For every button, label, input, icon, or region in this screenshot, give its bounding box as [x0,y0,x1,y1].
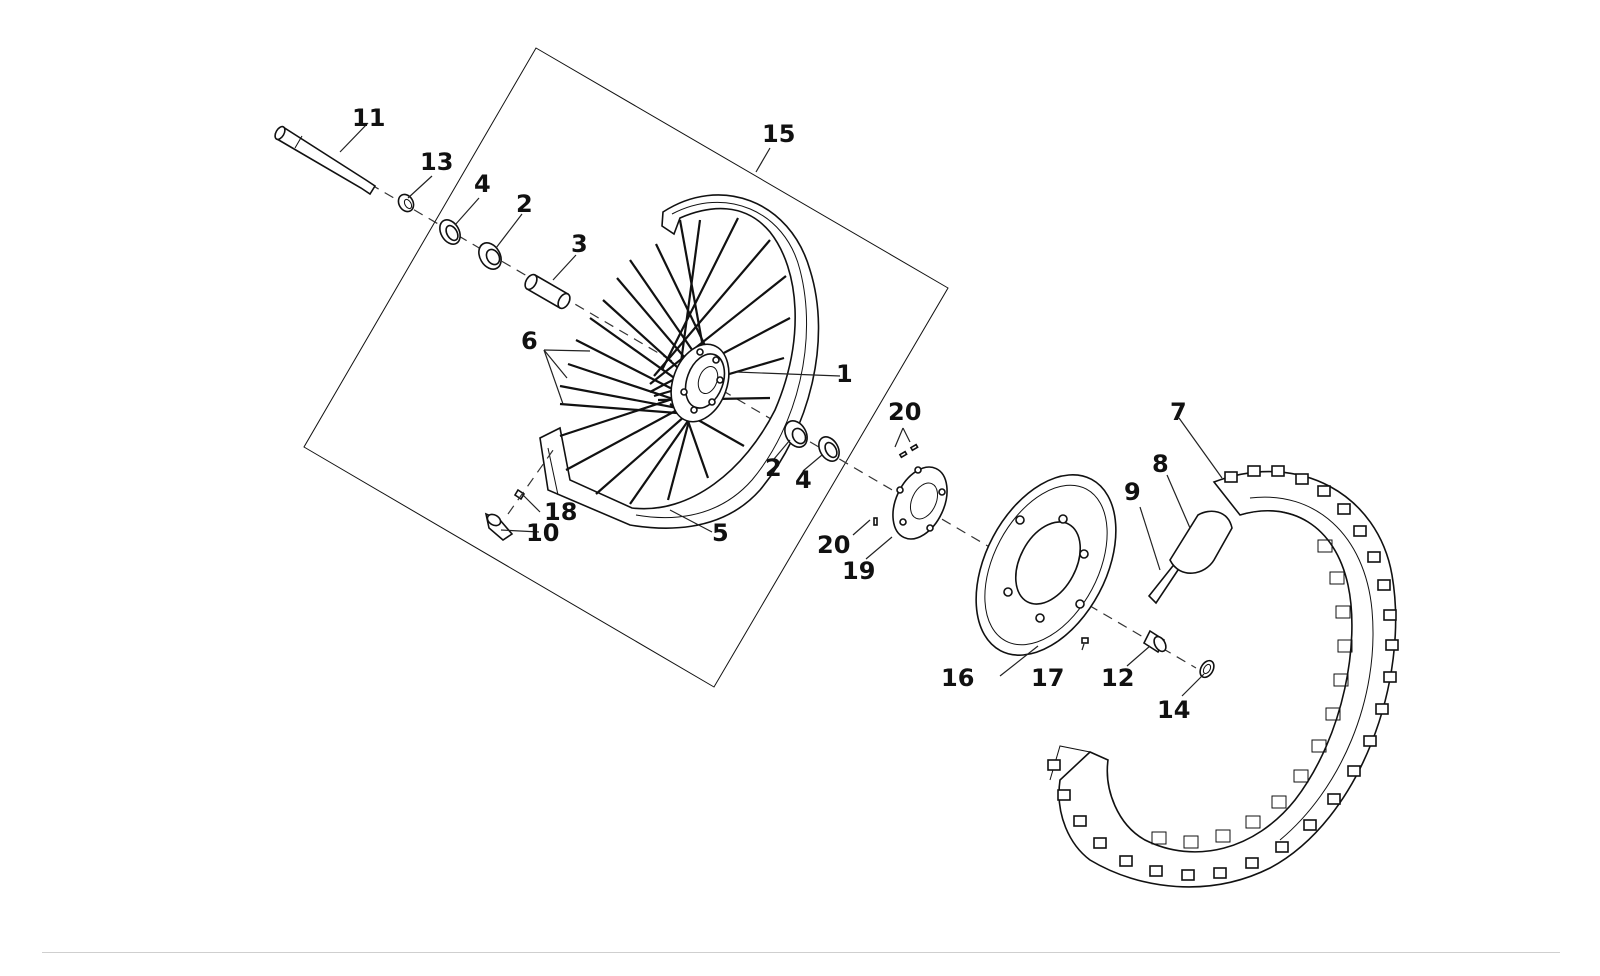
bottom-divider [42,952,1560,953]
label-4-left: 4 [474,170,491,198]
spacer-tube [524,273,571,310]
axle-part [274,125,377,196]
bearing-right [784,420,808,448]
label-14: 14 [1157,696,1190,724]
label-5: 5 [712,519,729,547]
label-18: 18 [544,498,577,526]
valve-part [484,445,557,542]
label-20-bottom: 20 [817,531,850,559]
callout-labels: 11 13 4 2 3 15 6 1 2 4 5 18 10 20 20 19 … [352,104,1190,724]
seal-right [818,436,840,462]
label-2-right: 2 [765,454,782,482]
brake-disc [975,474,1117,656]
label-13: 13 [420,148,453,176]
tire [1047,465,1399,888]
label-6: 6 [521,327,538,355]
label-19: 19 [842,557,875,585]
disc-carrier [892,466,948,540]
hub [670,343,730,423]
seal-left [439,219,461,245]
wheel-assembly-frame [303,47,949,688]
label-10: 10 [526,519,559,547]
label-7: 7 [1170,398,1187,426]
axle-nut [1199,659,1215,679]
label-15: 15 [762,120,795,148]
spacer-right [1142,629,1167,654]
label-17: 17 [1031,664,1064,692]
label-20-top: 20 [888,398,921,426]
label-12: 12 [1101,664,1134,692]
tire-tread-blocks [1151,539,1353,849]
inner-tube [1169,510,1233,574]
label-3: 3 [571,230,588,258]
label-8: 8 [1152,450,1169,478]
leader-lines [339,122,1223,697]
label-4-right: 4 [795,466,812,494]
bearing-left [478,242,502,270]
label-11: 11 [352,104,385,132]
pins-20 [873,443,919,526]
label-1: 1 [836,360,853,388]
disc-bolt [1081,637,1089,644]
spacer-13 [397,193,415,213]
tire-knobs [1047,465,1399,881]
label-9: 9 [1124,478,1141,506]
label-2-left: 2 [516,190,533,218]
label-16: 16 [941,664,974,692]
